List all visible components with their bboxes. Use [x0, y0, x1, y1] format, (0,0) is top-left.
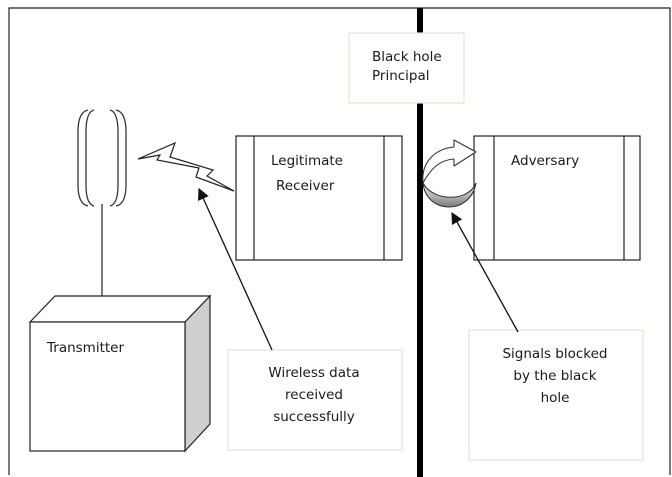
black-hole-principal-box: Black hole Principal [348, 32, 465, 104]
wireless-note-line-2: received [285, 387, 343, 403]
wireless-signal-icon [137, 141, 235, 192]
wireless-note-line-3: successfully [273, 409, 355, 425]
legitimate-receiver-box: Legitimate Receiver [235, 135, 403, 261]
blocking-circular-arrow-icon [422, 139, 477, 208]
antenna-icon [77, 109, 127, 207]
blocked-note-line-3: hole [541, 390, 570, 406]
legit-receiver-line-1: Legitimate [271, 153, 343, 169]
legit-receiver-line-2: Receiver [276, 178, 335, 194]
blocked-note-line-1: Signals blocked [502, 346, 607, 362]
outer-frame [8, 7, 671, 475]
wireless-note-arrow [198, 187, 273, 351]
adversary-label: Adversary [511, 153, 579, 169]
wireless-note-line-1: Wireless data [268, 365, 359, 381]
black-hole-principal-line-2: Principal [372, 68, 430, 84]
adversary-box: Adversary [473, 135, 641, 261]
blocked-note-arrow [451, 211, 519, 333]
black-hole-principal-line-1: Black hole [372, 49, 442, 65]
transmitter-label: Transmitter [46, 340, 124, 356]
wireless-data-note: Wireless data received successfully [227, 349, 403, 451]
blocked-note-line-2: by the black [513, 368, 596, 384]
signals-blocked-note: Signals blocked by the black hole [468, 329, 644, 461]
transmitter-box: Transmitter [28, 294, 212, 453]
